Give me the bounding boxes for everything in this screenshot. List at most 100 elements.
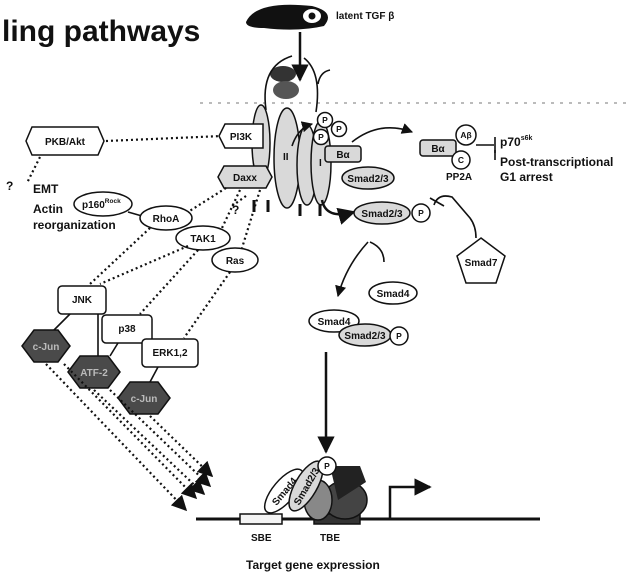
post-transcriptional-label: Post-transcriptional: [500, 155, 613, 169]
p-text: P: [324, 461, 330, 471]
c-label: C: [458, 155, 464, 165]
jnk-to-cjun-line: [53, 313, 71, 331]
cjun-hexagon: [21, 329, 71, 363]
rhoa-label: RhoA: [153, 214, 180, 225]
p-text: P: [396, 331, 402, 341]
smad4-complex-label: Smad4: [318, 317, 351, 328]
question-mark-left: ?: [6, 179, 13, 193]
tak1-node: [175, 225, 231, 251]
receptor-phosphate-lower: P: [312, 128, 330, 146]
receptor-to-ras-dotted: [240, 189, 262, 249]
pp2a-c-subunit: [451, 150, 471, 170]
cjun-erk-label: c-Jun: [131, 394, 158, 405]
tgf-ligand-dimer: [264, 55, 331, 113]
ras-to-erk-dotted: [183, 271, 231, 339]
b-alpha-pp2a-box: [419, 139, 457, 157]
question-mark-center: ?: [232, 203, 239, 217]
smad23-phospho-node: [353, 201, 411, 225]
tbe-label: TBE: [320, 533, 340, 544]
tak1-to-jnk-dotted: [99, 244, 189, 286]
pp2a-label: PP2A: [446, 172, 472, 183]
b-alpha-receptor-label: Bα: [336, 150, 350, 161]
p38-to-atf2-line: [109, 342, 119, 357]
receptor-phosphate-upper: P: [316, 111, 334, 129]
rhoa-node: [139, 205, 193, 231]
smad23-receptor-node: [341, 166, 395, 190]
smad23-phosphorylation-arrow: [320, 199, 356, 225]
daxx-label: Daxx: [233, 173, 257, 184]
smad23-receptor-label: Smad2/3: [347, 174, 389, 185]
smad23-phospho-label: Smad2/3: [361, 209, 403, 220]
receptor-phosphorylation-arrow: [291, 121, 314, 147]
smad7-inhibition-bar: [429, 197, 445, 207]
sbe-element: [239, 513, 283, 525]
cjun-to-gene-arrow: [45, 363, 188, 512]
atf2-to-gene-arrow-2: [109, 389, 212, 488]
tak1-label: TAK1: [190, 234, 216, 245]
b-alpha-to-pp2a-arrow: [351, 123, 414, 143]
complex-phosphate: [389, 326, 409, 346]
pkb-akt-label: PKB/Akt: [45, 137, 86, 148]
p-text: P: [336, 124, 342, 134]
erk-label: ERK1,2: [152, 348, 187, 359]
a-beta-label: Aβ: [460, 130, 471, 140]
p160-rock-node: [73, 191, 133, 217]
p-text: P: [318, 132, 324, 142]
ras-node: [211, 247, 259, 273]
erk-node: [141, 338, 199, 368]
p-text: P: [418, 208, 424, 218]
smad7-inhibition-line: [433, 195, 477, 239]
receptor-phosphate-right: P: [330, 120, 348, 138]
smad7-node: [456, 237, 506, 284]
pp2a-a-beta-subunit: [455, 124, 477, 146]
cjun-erk-to-gene-arrow: [149, 415, 214, 478]
p70-label: p70s6k: [500, 135, 532, 149]
tak1-to-p38-dotted: [139, 249, 199, 315]
receptor-i-label: I: [319, 158, 322, 169]
jnk-node: [57, 285, 107, 315]
receptor-to-rhoa-dotted: [187, 187, 227, 213]
sbe-label: SBE: [251, 533, 272, 544]
g1-arrest-label: G1 arrest: [500, 170, 553, 184]
p38-label: p38: [118, 324, 136, 335]
b-alpha-pp2a-label: Bα: [431, 144, 445, 155]
gene-complex-phosphate: [317, 456, 337, 476]
smad4-join-curve: [369, 241, 385, 263]
transcription-start-arrow: [388, 478, 432, 519]
smad4-free-node: [368, 281, 418, 305]
cjun-label: c-Jun: [33, 342, 60, 353]
ras-label: Ras: [226, 256, 245, 267]
latent-tgf-beta-label: latent TGF β: [336, 11, 394, 22]
receptor-ii-label: II: [283, 152, 289, 163]
receptor-to-tak1-dotted: [221, 189, 241, 229]
jnk-label: JNK: [72, 295, 93, 306]
atf2-label: ATF-2: [80, 368, 108, 379]
actin-label: Actin: [33, 202, 63, 216]
cjun-erk-hexagon: [117, 381, 171, 415]
pi3k-node: [218, 123, 264, 149]
smad23-phosphate: [411, 203, 431, 223]
pi3k-to-pkb-dotted: [105, 134, 223, 143]
receptor-type-ii: [251, 104, 301, 212]
pi3k-label: PI3K: [230, 132, 253, 143]
b-alpha-receptor-box: [324, 145, 362, 163]
rhoa-to-jnk-dotted: [89, 227, 151, 285]
erk-to-cjun-line: [149, 366, 159, 383]
rhoa-to-p160-line: [127, 211, 143, 217]
daxx-node: [217, 165, 273, 189]
slide-title: ling pathways: [2, 15, 200, 48]
atf2-to-gene-arrow: [93, 389, 206, 496]
cjun-to-gene-arrow-2: [63, 363, 198, 500]
smad7-label: Smad7: [465, 258, 498, 269]
pkb-akt-node: [25, 126, 105, 156]
smad-complex-formation-arrow: [335, 241, 369, 298]
p160-rock-label: p160Rock: [82, 198, 121, 211]
reorganization-label: reorganization: [33, 218, 116, 232]
emt-label: EMT: [33, 182, 59, 196]
target-gene-expression-label: Target gene expression: [246, 558, 380, 572]
smad4-free-label: Smad4: [377, 289, 410, 300]
p38-node: [101, 314, 153, 344]
p-text: P: [322, 115, 328, 125]
latent-tgf-beta-icon: [246, 4, 328, 30]
